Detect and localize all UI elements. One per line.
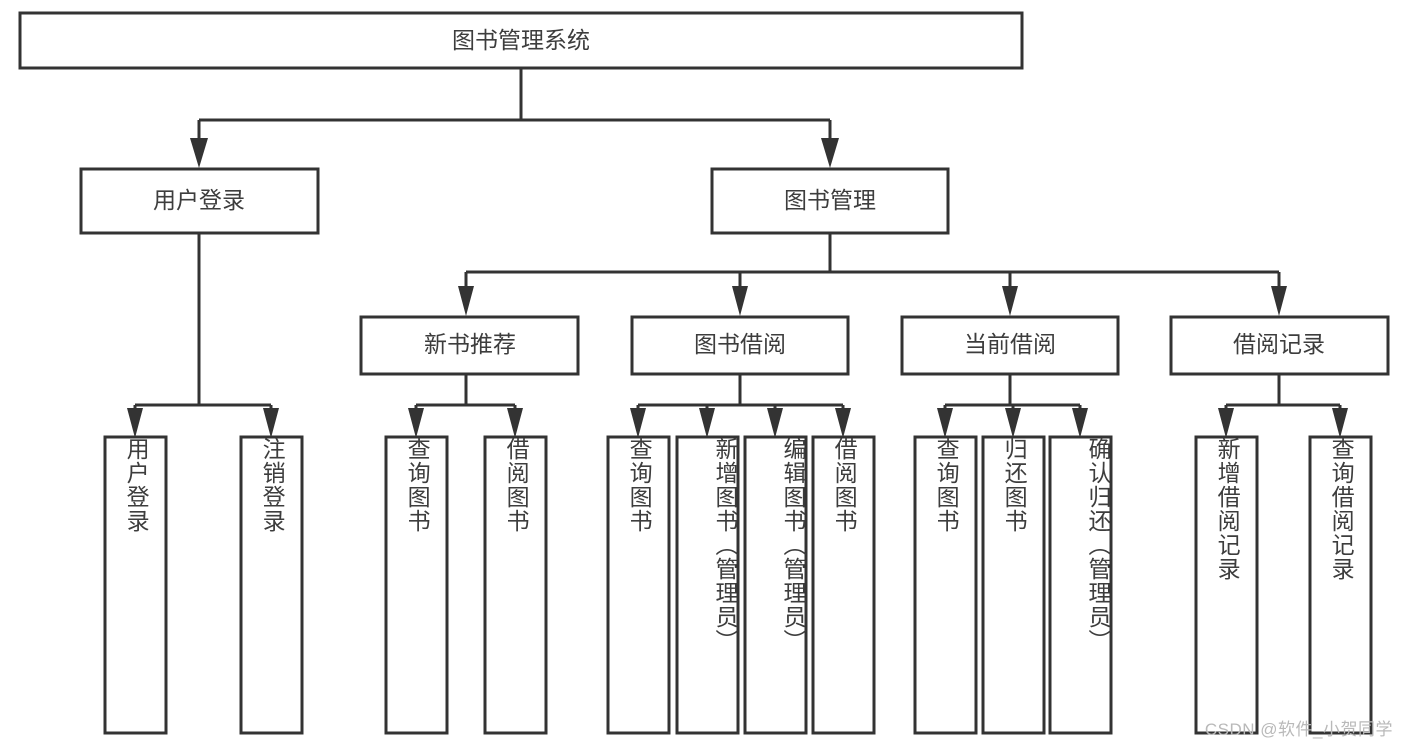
node-new-book-recommend-label: 新书推荐 (424, 331, 516, 357)
node-root-label: 图书管理系统 (452, 27, 590, 53)
leaf-box-borrow-record-1[interactable] (1194, 435, 1259, 735)
csdn-watermark: CSDN @软件_小贺同学 (1204, 720, 1393, 739)
connector-layer (127, 68, 1348, 438)
leaf-box-book-borrow-3[interactable] (743, 435, 808, 735)
node-new-book-recommend[interactable]: 新书推荐 (359, 315, 580, 376)
arrow-bookborrow-leaf-3 (767, 408, 783, 438)
node-book-management-label: 图书管理 (784, 187, 876, 213)
leaf-box-new-book-1[interactable] (384, 435, 449, 735)
arrow-borrowrecord-leaf-2 (1332, 408, 1348, 438)
leaf-box-current-borrow-2[interactable] (981, 435, 1046, 735)
arrow-borrowrecord-leaf-1 (1218, 408, 1234, 438)
node-root-box[interactable] (18, 11, 1024, 70)
arrow-userlogin-leaf-1 (127, 408, 143, 438)
node-layer: 图书管理系统 用户登录 图书管理 新书推荐 图书借阅 (18, 11, 1390, 735)
arrow-bookmgmt-to-bookborrow (732, 286, 748, 316)
node-borrow-record[interactable]: 借阅记录 (1169, 315, 1390, 376)
node-user-login-label: 用户登录 (153, 187, 245, 213)
node-user-login-box[interactable] (79, 167, 320, 235)
arrow-bookborrow-leaf-4 (835, 408, 851, 438)
arrow-bookmgmt-to-currentborrow (1002, 286, 1018, 316)
leaf-box-borrow-record-2[interactable] (1308, 435, 1373, 735)
leaf-box-book-borrow-4[interactable] (811, 435, 876, 735)
node-current-borrow[interactable]: 当前借阅 (900, 315, 1120, 376)
leaf-box-user-login-2[interactable] (239, 435, 304, 735)
node-book-borrow-box[interactable] (630, 315, 850, 376)
node-book-management[interactable]: 图书管理 (710, 167, 950, 235)
arrow-userlogin-leaf-2 (263, 408, 279, 438)
node-book-management-box[interactable] (710, 167, 950, 235)
arrow-newbook-leaf-1 (408, 408, 424, 438)
node-borrow-record-box[interactable] (1169, 315, 1390, 376)
leaf-box-user-login-1[interactable] (103, 435, 168, 735)
node-user-login[interactable]: 用户登录 (79, 167, 320, 235)
leaf-box-book-borrow-1[interactable] (606, 435, 671, 735)
node-book-borrow[interactable]: 图书借阅 (630, 315, 850, 376)
node-borrow-record-label: 借阅记录 (1233, 331, 1325, 357)
arrow-bookborrow-leaf-1 (630, 408, 646, 438)
node-book-borrow-label: 图书借阅 (694, 331, 786, 357)
leaf-box-current-borrow-1[interactable] (913, 435, 978, 735)
arrow-bookborrow-leaf-2 (699, 408, 715, 438)
arrow-currentborrow-leaf-2 (1005, 408, 1021, 438)
arrow-newbook-leaf-2 (507, 408, 523, 438)
node-current-borrow-label: 当前借阅 (964, 331, 1056, 357)
leaf-box-book-borrow-2[interactable] (675, 435, 740, 735)
leaf-box-new-book-2[interactable] (483, 435, 548, 735)
arrow-currentborrow-leaf-1 (937, 408, 953, 438)
arrow-bookmgmt-to-newbook (458, 286, 474, 316)
arrow-root-to-user-login (190, 138, 208, 168)
arrow-currentborrow-leaf-3 (1072, 408, 1088, 438)
arrow-root-to-book-mgmt (821, 138, 839, 168)
arrow-bookmgmt-to-borrowrecord (1271, 286, 1287, 316)
node-current-borrow-box[interactable] (900, 315, 1120, 376)
node-new-book-recommend-box[interactable] (359, 315, 580, 376)
node-root[interactable]: 图书管理系统 (18, 11, 1024, 70)
leaf-box-current-borrow-3[interactable] (1048, 435, 1113, 735)
